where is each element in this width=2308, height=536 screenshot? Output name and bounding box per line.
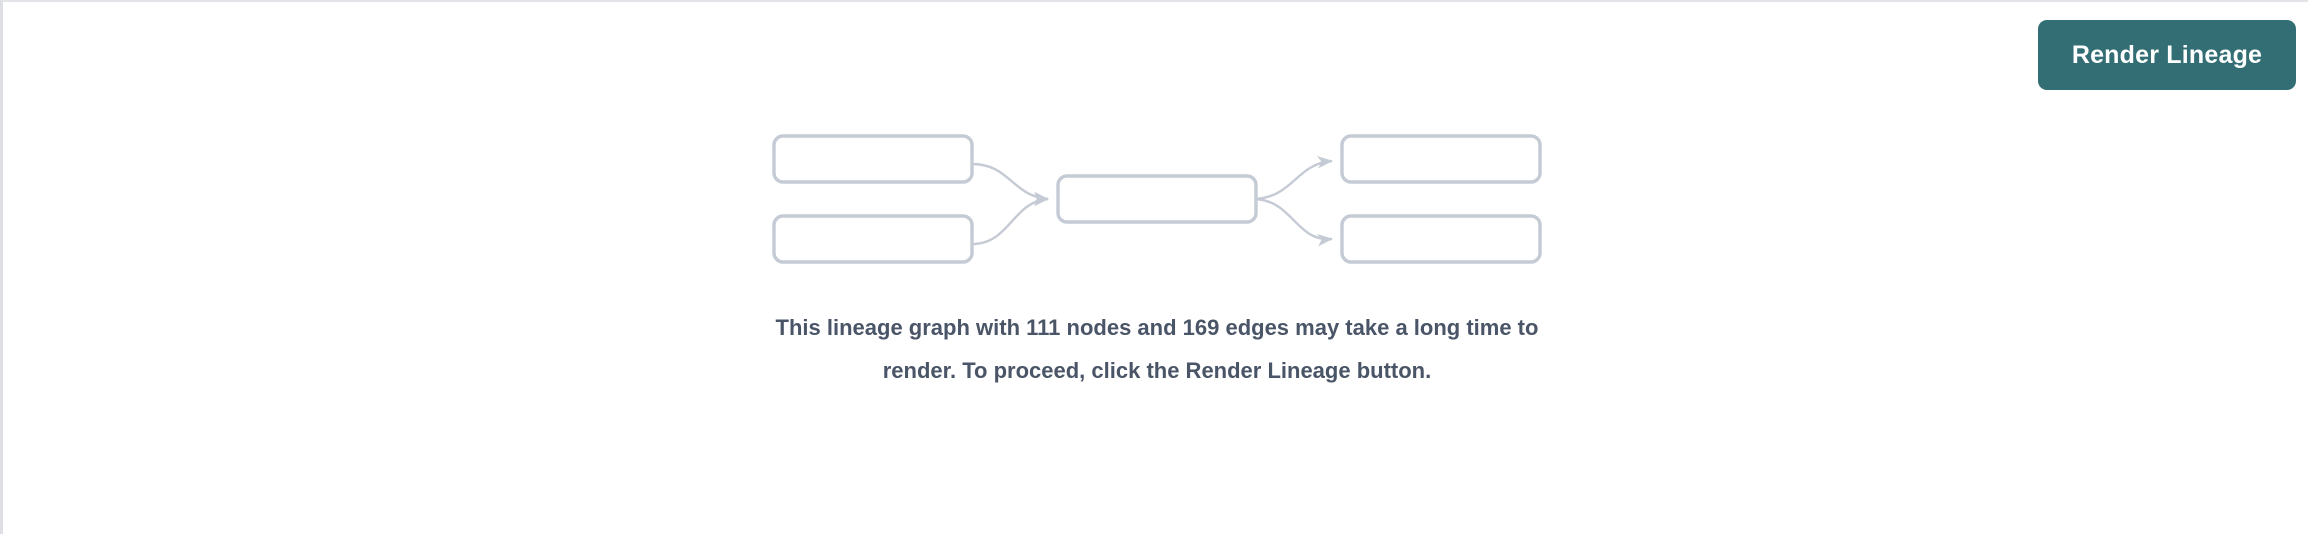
lineage-node-upstream-1 [772, 134, 974, 184]
lineage-node-group [772, 134, 1542, 264]
lineage-graph-illustration [772, 134, 1542, 264]
lineage-edge-downstream-1 [1255, 155, 1333, 201]
lineage-hint-message: This lineage graph with 111 nodes and 16… [775, 315, 1539, 383]
lineage-edge-upstream-1 [971, 162, 1049, 205]
render-lineage-button[interactable]: Render Lineage [2038, 20, 2296, 90]
lineage-edge-downstream-2 [1255, 197, 1333, 247]
lineage-empty-state: This lineage graph with 111 nodes and 16… [3, 2, 2308, 536]
lineage-node-downstream-1 [1340, 134, 1542, 184]
lineage-edge-upstream-2 [971, 193, 1049, 246]
lineage-node-downstream-2 [1340, 214, 1542, 264]
lineage-edge-group [971, 155, 1333, 247]
lineage-node-focus [1056, 174, 1258, 224]
lineage-node-upstream-2 [772, 214, 974, 264]
